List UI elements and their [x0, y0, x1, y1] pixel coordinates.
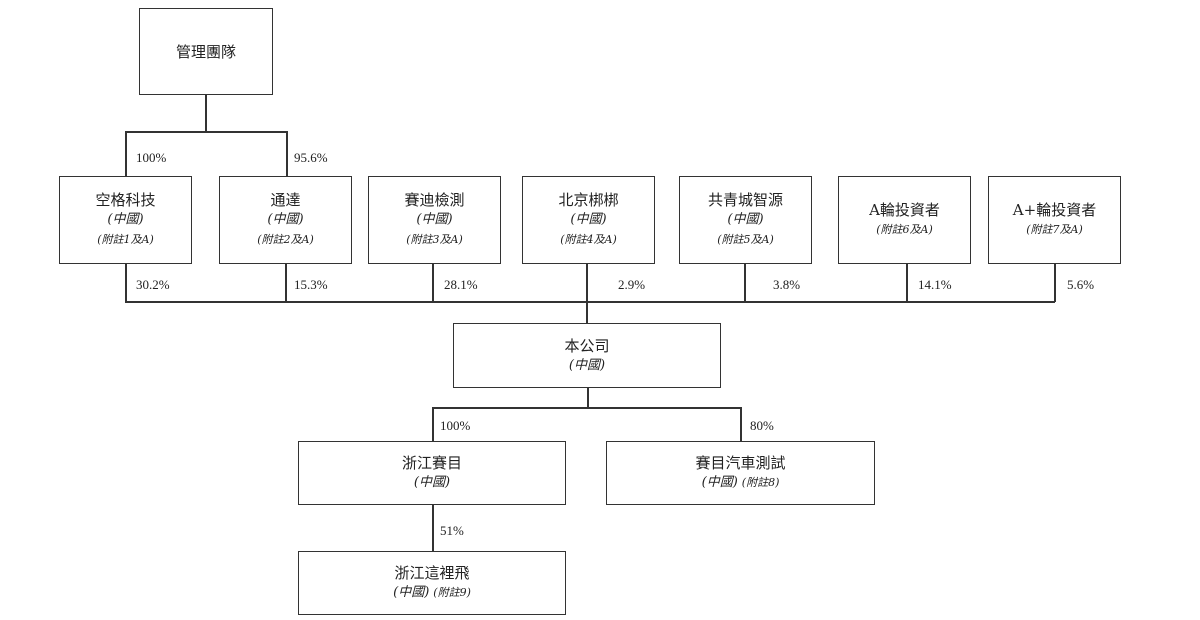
- entity-location: (中國): [107, 212, 144, 227]
- entity-name: 管理團隊: [175, 42, 236, 61]
- stake-percentage: 3.8%: [773, 277, 801, 292]
- entity-name: 賽迪檢測: [404, 191, 465, 209]
- stake-percentage: 80%: [750, 418, 774, 433]
- entity-note: (附註6及A): [876, 223, 933, 236]
- stake-percentage: 2.9%: [618, 277, 646, 292]
- entity-note: (附註7及A): [1026, 223, 1083, 236]
- connector-line: [285, 263, 287, 302]
- entity-location-line: (中國)(附註9): [393, 583, 471, 603]
- entity-name: 賽目汽車測試: [695, 454, 786, 472]
- company-box: 本公司 (中國): [453, 323, 721, 388]
- entity-location: (中國): [267, 212, 304, 227]
- stake-percentage: 100%: [136, 150, 167, 165]
- connector-line: [1054, 263, 1056, 302]
- entity-name: 北京梆梆: [558, 191, 619, 209]
- entity-location: (中國): [416, 212, 453, 227]
- stake-percentage: 28.1%: [444, 277, 478, 292]
- entity-name: A+輪投資者: [1012, 201, 1097, 219]
- entity-location: (中國): [701, 475, 738, 490]
- entity-location: (中國): [570, 212, 607, 227]
- entity-location: (中國): [727, 212, 764, 227]
- connector-line: [125, 131, 127, 176]
- entity-note: (附註9): [433, 586, 471, 599]
- entity-location-line: (中國)(附註8): [702, 473, 780, 493]
- entity-note: (附註3及A): [406, 233, 463, 246]
- connector-line: [587, 387, 589, 408]
- stake-percentage: 14.1%: [918, 277, 952, 292]
- stake-percentage: 95.6%: [294, 150, 328, 165]
- entity-name: 浙江賽目: [401, 454, 462, 472]
- stake-percentage: 30.2%: [136, 277, 170, 292]
- connector-line: [125, 263, 127, 302]
- entity-note: (附註2及A): [257, 233, 314, 246]
- connector-line: [125, 131, 287, 133]
- shareholder-box: A輪投資者 (附註6及A): [838, 176, 971, 264]
- connector-line: [432, 407, 434, 441]
- entity-name: A輪投資者: [869, 201, 940, 219]
- entity-location: (中國): [413, 475, 451, 490]
- entity-name: 本公司: [564, 336, 610, 355]
- connector-line: [432, 263, 434, 302]
- shareholder-box: 通達 (中國) (附註2及A): [219, 176, 352, 264]
- entity-note: (附註8): [741, 476, 780, 489]
- stake-percentage: 51%: [440, 523, 464, 538]
- connector-line: [432, 407, 741, 409]
- shareholder-box: 空格科技 (中國) (附註1及A): [59, 176, 192, 264]
- entity-note: (附註1及A): [97, 233, 154, 246]
- connector-line: [432, 504, 434, 551]
- entity-name: 共青城智源: [707, 191, 783, 209]
- shareholder-box: 北京梆梆 (中國) (附註4及A): [522, 176, 655, 264]
- stake-percentage: 15.3%: [294, 277, 328, 292]
- connector-line: [906, 263, 908, 302]
- connector-line: [286, 131, 288, 176]
- stake-percentage: 100%: [440, 418, 471, 433]
- entity-name: 通達: [270, 191, 301, 209]
- entity-note: (附註5及A): [717, 233, 774, 246]
- entity-location: (中國): [568, 357, 606, 373]
- management-team-box: 管理團隊: [139, 8, 273, 95]
- connector-line: [205, 94, 207, 131]
- shareholder-box: 共青城智源 (中國) (附註5及A): [679, 176, 812, 264]
- entity-name: 空格科技: [95, 191, 156, 209]
- sub-subsidiary-box: 浙江這裡飛 (中國)(附註9): [298, 551, 566, 615]
- connector-line: [125, 301, 1055, 303]
- entity-name: 浙江這裡飛: [394, 564, 470, 582]
- shareholder-box: 賽迪檢測 (中國) (附註3及A): [368, 176, 501, 264]
- connector-line: [744, 263, 746, 302]
- entity-location: (中國): [393, 585, 430, 600]
- subsidiary-box: 賽目汽車測試 (中國)(附註8): [606, 441, 875, 505]
- connector-line: [586, 263, 588, 323]
- connector-line: [740, 407, 742, 441]
- subsidiary-box: 浙江賽目 (中國): [298, 441, 566, 505]
- entity-note: (附註4及A): [560, 233, 617, 246]
- shareholder-box: A+輪投資者 (附註7及A): [988, 176, 1121, 264]
- stake-percentage: 5.6%: [1067, 277, 1095, 292]
